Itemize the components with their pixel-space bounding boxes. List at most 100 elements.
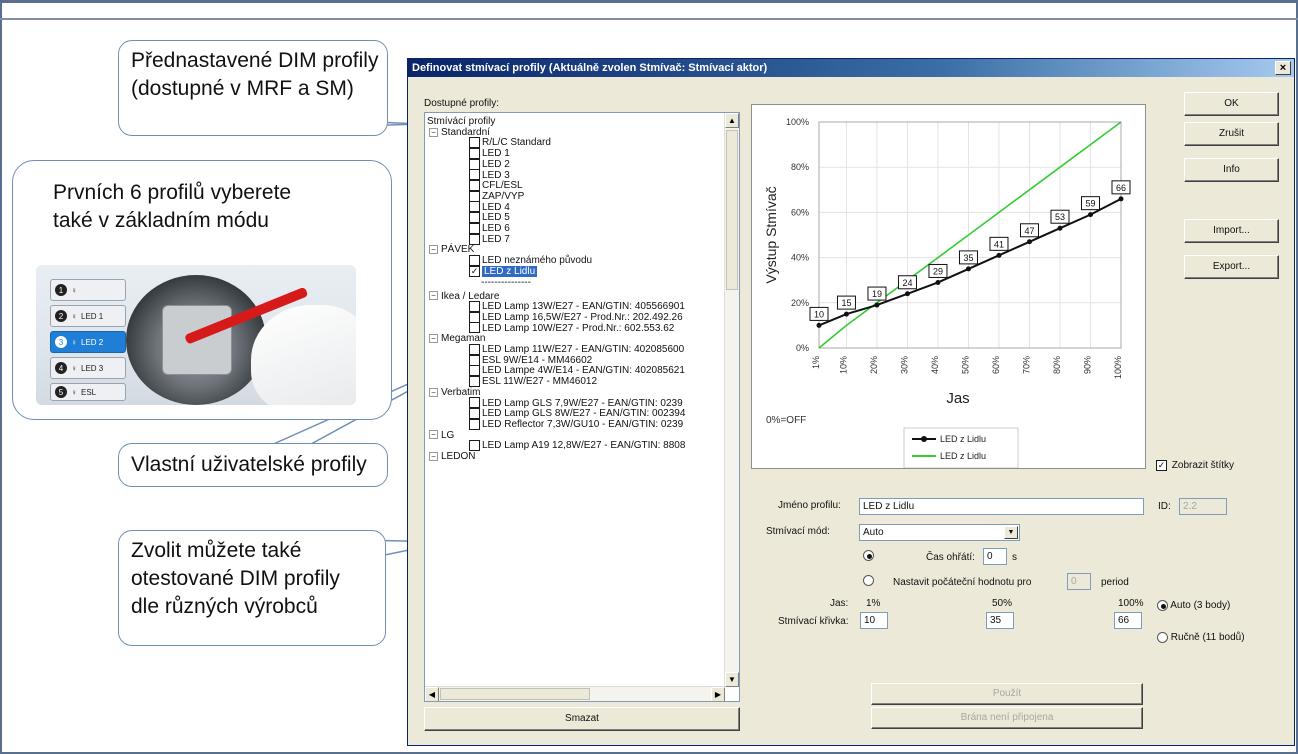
tree-group-ikea[interactable]: −Ikea / Ledare [429, 290, 499, 303]
profile-checkbox[interactable] [469, 212, 480, 224]
warmup-radio[interactable] [863, 550, 874, 561]
manual-option[interactable]: Ručně (11 bodů) [1157, 632, 1245, 643]
tree-item-ikea[interactable]: LED Lamp 13W/E27 - EAN/GTIN: 405566901 [469, 300, 685, 313]
tree-horizontal-scrollbar[interactable]: ◀ ▶ [425, 686, 725, 701]
collapse-icon[interactable]: − [429, 451, 438, 461]
callout-preset-line2: (dostupné v MRF a SM) [131, 77, 354, 100]
collapse-icon[interactable]: − [429, 334, 438, 344]
initial-radio[interactable] [863, 575, 874, 586]
close-button[interactable]: × [1275, 61, 1291, 75]
ok-button[interactable]: OK [1184, 92, 1279, 116]
profile-checkbox[interactable] [469, 222, 480, 234]
tree-item-megaman[interactable]: ESL 9W/E14 - MM46602 [469, 354, 592, 367]
tree-item-standard[interactable]: LED 3 [469, 169, 510, 182]
tree-item-ikea[interactable]: LED Lamp 16,5W/E27 - Prod.Nr.: 202.492.2… [469, 311, 683, 324]
tree-item-pavek[interactable]: ✓LED z Lidlu [469, 265, 538, 278]
profile-checkbox[interactable] [469, 201, 480, 213]
tree-item-megaman[interactable]: ESL 11W/E27 - MM46012 [469, 375, 597, 388]
tree-group-lg[interactable]: −LG [429, 429, 454, 442]
profile-checkbox[interactable] [469, 354, 480, 366]
tree-item-verbatim[interactable]: LED Lamp GLS 7,9W/E27 - EAN/GTIN: 0239 [469, 397, 683, 410]
profile-checkbox[interactable] [469, 158, 480, 170]
auto-radio[interactable] [1157, 600, 1168, 611]
curve-value-100[interactable]: 66 [1114, 612, 1142, 629]
collapse-icon[interactable]: − [429, 291, 438, 301]
tree-item-standard[interactable]: LED 1 [469, 147, 510, 160]
info-button[interactable]: Info [1184, 158, 1279, 182]
apply-button[interactable]: Použít [871, 683, 1143, 705]
tree-item-standard[interactable]: ZAP/VYP [469, 190, 524, 203]
auto-option[interactable]: Auto (3 body) [1157, 600, 1230, 611]
profile-checkbox[interactable] [469, 254, 480, 266]
tree-item-ikea[interactable]: LED Lamp 10W/E27 - Prod.Nr.: 602.553.62 [469, 322, 674, 335]
collapse-icon[interactable]: − [429, 430, 438, 440]
tree-item-standard[interactable]: CFL/ESL [469, 179, 523, 192]
profile-checkbox[interactable] [469, 418, 480, 430]
scroll-right-button[interactable]: ▶ [711, 687, 725, 701]
curve-value-1[interactable]: 10 [860, 612, 888, 629]
warmup-input[interactable]: 0 [983, 548, 1007, 565]
profile-checkbox[interactable] [469, 180, 480, 192]
profile-checkbox[interactable] [469, 440, 480, 452]
profile-checkbox[interactable] [469, 301, 480, 313]
tree-root[interactable]: Stmívácí profily [427, 115, 495, 128]
tree-item-standard[interactable]: LED 6 [469, 222, 510, 235]
profile-checkbox[interactable] [469, 169, 480, 181]
tree-vertical-scrollbar[interactable]: ▲ ▼ [724, 113, 739, 687]
scroll-up-button[interactable]: ▲ [725, 113, 739, 128]
bulb-icon: ♀ [71, 363, 77, 373]
tree-group-pavek[interactable]: −PÁVEK [429, 243, 474, 256]
delete-button[interactable]: Smazat [424, 707, 740, 731]
show-labels-checkbox[interactable]: ✓ [1156, 460, 1167, 471]
profile-checkbox[interactable] [469, 233, 480, 245]
profile-checkbox[interactable] [469, 190, 480, 202]
manual-radio[interactable] [1157, 632, 1168, 643]
profile-name-input[interactable]: LED z Lidlu [859, 498, 1144, 515]
export-button[interactable]: Export... [1184, 255, 1279, 279]
import-button[interactable]: Import... [1184, 219, 1279, 243]
hscroll-thumb[interactable] [440, 688, 590, 700]
cancel-button[interactable]: Zrušit [1184, 122, 1279, 146]
tree-separator[interactable]: --------------- [481, 276, 531, 289]
profile-checkbox[interactable] [469, 365, 480, 377]
tree-item-lg[interactable]: LED Lamp A19 12,8W/E27 - EAN/GTIN: 8808 [469, 439, 685, 452]
collapse-icon[interactable]: − [429, 387, 438, 397]
scroll-left-button[interactable]: ◀ [425, 687, 439, 701]
tree-item-verbatim[interactable]: LED Lamp GLS 8W/E27 - EAN/GTIN: 002394 [469, 407, 685, 420]
scroll-thumb[interactable] [726, 130, 738, 290]
tree-item-standard[interactable]: LED 2 [469, 158, 510, 171]
chevron-down-icon[interactable]: ▼ [1004, 526, 1018, 539]
tree-group-verbatim[interactable]: −Verbatim [429, 386, 480, 399]
profile-checkbox[interactable] [469, 375, 480, 387]
curve-value-50[interactable]: 35 [986, 612, 1014, 629]
callout-first6-line2: také v základním módu [53, 209, 269, 232]
tree-group-standard[interactable]: −Standardní [429, 126, 490, 139]
tree-item-standard[interactable]: R/L/C Standard [469, 136, 551, 149]
tree-item-standard[interactable]: LED 7 [469, 233, 510, 246]
tree-item-megaman[interactable]: LED Lampe 4W/E14 - EAN/GTIN: 402085621 [469, 364, 685, 377]
profile-checkbox[interactable] [469, 408, 480, 420]
show-labels-option[interactable]: ✓ Zobrazit štítky [1156, 460, 1234, 471]
profile-checkbox[interactable] [469, 322, 480, 334]
callout-tested-line1: Zvolit můžete také [131, 539, 302, 562]
tree-item-pavek[interactable]: LED neznámého původu [469, 254, 592, 267]
dim-mode-select[interactable]: Auto ▼ [859, 524, 1020, 541]
collapse-icon[interactable]: − [429, 245, 438, 255]
profile-checkbox[interactable]: ✓ [469, 265, 480, 277]
initial-input: 0 [1067, 573, 1091, 590]
tree-item-megaman[interactable]: LED Lamp 11W/E27 - EAN/GTIN: 402085600 [469, 343, 684, 356]
profile-checkbox[interactable] [469, 147, 480, 159]
profile-checkbox[interactable] [469, 343, 480, 355]
collapse-icon[interactable]: − [429, 127, 438, 137]
scroll-down-button[interactable]: ▼ [725, 672, 739, 687]
tree-item-verbatim[interactable]: LED Reflector 7,3W/GU10 - EAN/GTIN: 0239 [469, 418, 683, 431]
profile-checkbox[interactable] [469, 311, 480, 323]
tree-item-standard[interactable]: LED 5 [469, 211, 510, 224]
warmup-unit: s [1012, 552, 1017, 563]
profile-checkbox[interactable] [469, 397, 480, 409]
tree-group-ledon[interactable]: −LEDON [429, 450, 475, 463]
tree-item-standard[interactable]: LED 4 [469, 201, 510, 214]
tree-group-megaman[interactable]: −Megaman [429, 332, 485, 345]
profile-checkbox[interactable] [469, 137, 480, 149]
